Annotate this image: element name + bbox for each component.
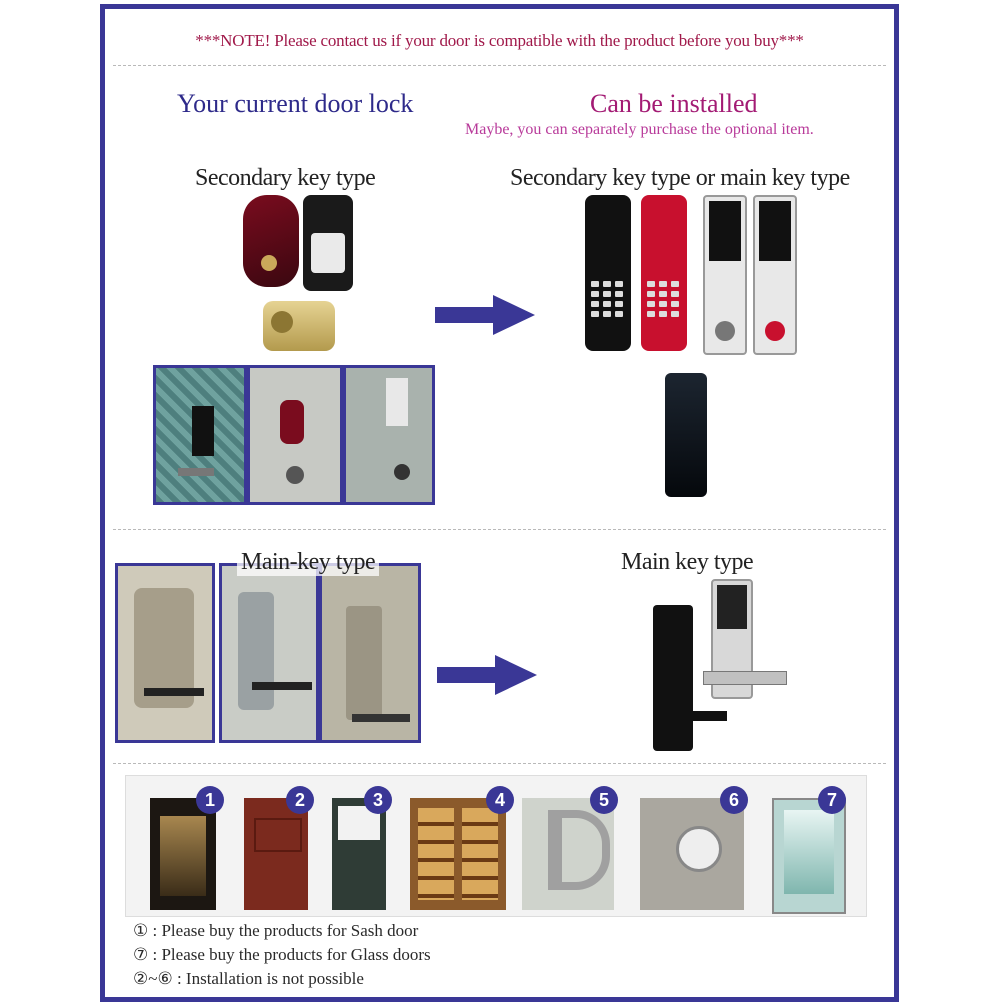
lock-screen [759, 201, 791, 261]
rim-lock-red-image [243, 195, 299, 287]
door-leaf-right [462, 808, 498, 900]
lock-screen [709, 201, 741, 261]
lock-in-photo [386, 378, 408, 426]
divider [113, 529, 886, 530]
lock-in-photo [192, 406, 214, 456]
d-handle [548, 810, 610, 890]
door-type-glass [772, 798, 846, 914]
key-cylinder-icon [261, 255, 277, 271]
door-leaf-left [418, 808, 454, 900]
secondary-key-label-left: Secondary key type [195, 165, 376, 191]
door-type-badge-5: 5 [590, 786, 618, 814]
divider [113, 763, 886, 764]
glass-pane [784, 810, 834, 894]
digital-lock-dark-image [665, 373, 707, 497]
current-lock-heading: Your current door lock [177, 89, 414, 118]
handle-in-photo [178, 468, 214, 476]
legend-sash: ① : Please buy the products for Sash doo… [133, 921, 418, 941]
knob-in-photo [394, 464, 410, 480]
door-panel [254, 818, 302, 852]
door-type-badge-3: 3 [364, 786, 392, 814]
digital-lock-red-image [641, 195, 687, 351]
lock-panel [311, 233, 345, 273]
handle-in-photo [352, 714, 410, 722]
legend-marker: ① [133, 921, 149, 940]
legend-marker: ⑦ [133, 945, 149, 964]
knob-in-photo [286, 466, 304, 484]
mortise-plate [238, 592, 274, 710]
lock-knob-icon [715, 321, 735, 341]
door-type-handle [522, 798, 614, 910]
door-glass-panel [160, 816, 206, 896]
door-type-badge-4: 4 [486, 786, 514, 814]
handle-in-photo [144, 688, 204, 696]
keypad [647, 281, 679, 317]
page-frame: ***NOTE! Please contact us if your door … [100, 4, 899, 1002]
lever-handle [703, 671, 787, 685]
optional-item-subheading: Maybe, you can separately purchase the o… [465, 121, 814, 138]
main-key-label-right: Main key type [621, 549, 754, 575]
door-type-badge-6: 6 [720, 786, 748, 814]
handle-in-photo [252, 682, 312, 690]
mortise-plate [346, 606, 382, 720]
door-type-double-wood [410, 798, 506, 910]
digital-lock-silver-image [703, 195, 747, 355]
arrow-right-icon [435, 295, 535, 335]
lock-knob-icon [765, 321, 785, 341]
lock-in-photo [280, 400, 304, 444]
door-type-badge-7: 7 [818, 786, 846, 814]
legend-marker: ②~⑥ [133, 969, 173, 988]
digital-lock-black-image [585, 195, 631, 351]
door-type-metal [332, 798, 386, 910]
main-door-photo-3 [319, 563, 421, 743]
door-type-wood [244, 798, 308, 910]
legend-glass: ⑦ : Please buy the products for Glass do… [133, 945, 431, 965]
door-knob [676, 826, 722, 872]
deadbolt-knob-icon [271, 311, 293, 333]
legend-text: : Please buy the products for Glass door… [152, 945, 431, 964]
mortise-lock-black-image [653, 605, 727, 751]
door-photo-2 [247, 365, 343, 505]
lever-handle [687, 711, 727, 721]
main-door-photo-2 [219, 563, 319, 743]
door-type-badge-2: 2 [286, 786, 314, 814]
keypad [591, 281, 623, 317]
secondary-key-label-right: Secondary key type or main key type [510, 165, 850, 191]
rim-lock-black-image [303, 195, 353, 291]
can-be-installed-heading: Can be installed [590, 89, 758, 118]
door-type-badge-1: 1 [196, 786, 224, 814]
door-photo-1 [153, 365, 247, 505]
door-types-strip: 1 2 3 4 5 6 7 [125, 775, 867, 917]
main-key-label-left: Main-key type [237, 549, 380, 576]
lock-screen [717, 585, 747, 629]
legend-text: : Please buy the products for Sash door [152, 921, 419, 940]
deadbolt-image [263, 301, 335, 351]
door-type-knob [640, 798, 744, 910]
main-door-photo-1 [115, 563, 215, 743]
arrow-right-icon [437, 655, 537, 695]
digital-lock-silver-red-image [753, 195, 797, 355]
legend-not-possible: ②~⑥ : Installation is not possible [133, 969, 364, 989]
compatibility-note: ***NOTE! Please contact us if your door … [195, 31, 804, 50]
door-type-sash [150, 798, 216, 910]
mortise-lock-silver-image [703, 579, 787, 699]
legend-text: : Installation is not possible [176, 969, 364, 988]
door-photo-3 [343, 365, 435, 505]
divider [113, 65, 886, 66]
